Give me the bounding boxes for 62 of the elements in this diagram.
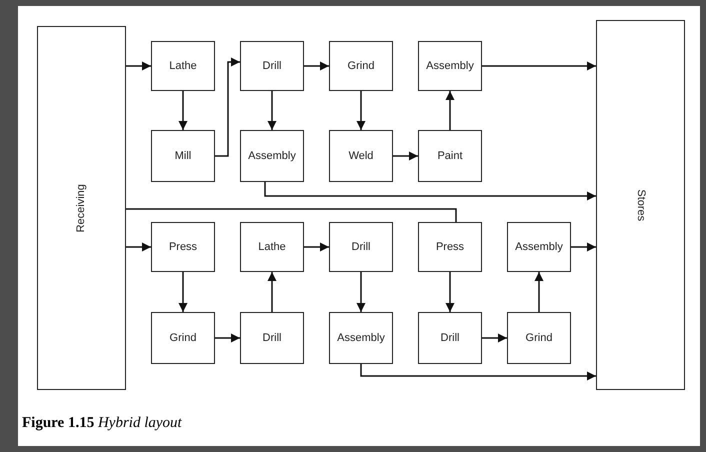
arrow [304,242,329,252]
box-label: Grind [526,330,552,346]
arrow [215,334,240,342]
box-label: Lathe [169,58,197,74]
arrow [534,272,544,312]
process-box [329,41,393,91]
arrow [482,62,596,70]
department-box [596,20,685,390]
box-label: Drill [352,240,370,255]
arrow [178,272,188,312]
process-box [329,312,393,364]
process-box [329,130,393,182]
process-box [507,312,571,364]
arrow [446,272,454,312]
process-box [240,222,304,272]
process-box [151,312,215,364]
arrow [571,242,596,252]
process-box [418,130,482,182]
arrow [393,152,418,160]
process-box [418,312,482,364]
box-label: Grind [348,58,374,74]
arrow [446,91,454,130]
process-box [240,41,304,91]
box-label: Receiving [74,184,88,232]
box-label: Assembly [248,148,296,164]
arrow [126,242,151,252]
department-box [37,26,126,390]
arrow [304,62,329,70]
box-label: Grind [170,330,196,346]
box-label: Assembly [426,58,474,74]
box-label: Assembly [337,330,385,346]
box-label: Drill [262,58,282,74]
process-box [151,222,215,272]
box-label: Weld [348,148,374,164]
process-box [507,222,571,272]
arrow [264,182,596,200]
arrow [356,91,366,130]
arrow [268,91,276,130]
box-label: Drill [440,330,460,346]
arrow [482,334,507,342]
box-label: Mill [174,148,192,164]
box-label: Press [436,240,464,255]
box-label: Lathe [258,240,286,255]
arrow [356,272,366,312]
box-label: Press [168,240,198,255]
process-box [240,130,304,182]
arrow [360,364,596,380]
arrow [268,272,276,312]
box-label: Drill [262,330,282,346]
arrow [178,91,188,130]
box-label: Assembly [515,240,563,255]
box-label: Stores [634,189,648,221]
arrow [126,62,151,70]
process-box [151,41,215,91]
figure-caption: Figure 1.15 Hybrid layout [22,414,182,433]
process-box [418,222,482,272]
process-box [240,312,304,364]
process-box [329,222,393,272]
process-box [418,41,482,91]
process-box [151,130,215,182]
arrow [215,58,240,157]
box-label: Paint [437,148,463,164]
